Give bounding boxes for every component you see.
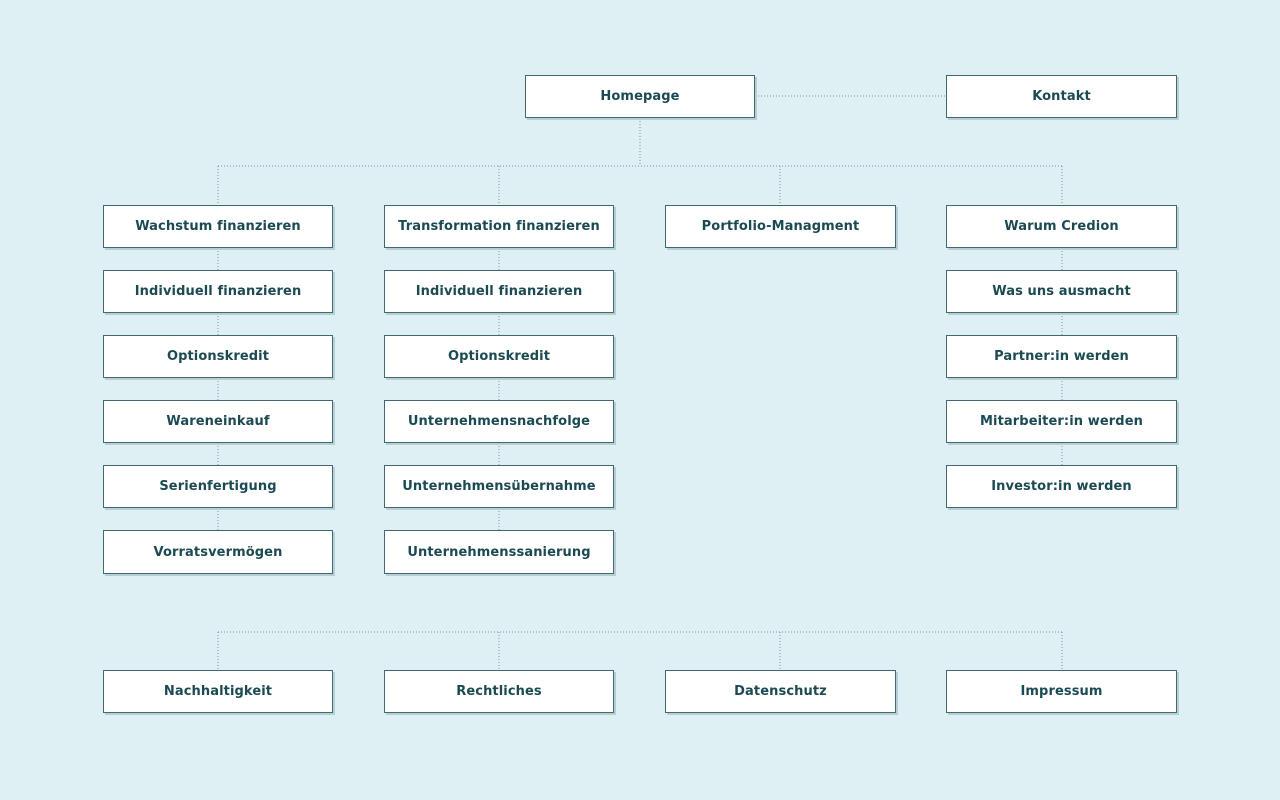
node-label: Optionskredit (447, 349, 551, 364)
node-label: Datenschutz (734, 684, 827, 699)
node-label: Unternehmensübernahme (402, 479, 596, 494)
node-label: Partner:in werden (994, 349, 1129, 364)
node-label: Rechtliches (456, 684, 542, 699)
node-label: Wachstum finanzieren (135, 219, 301, 234)
node-col4-item-2[interactable]: Partner:in werden (946, 335, 1177, 378)
node-label: Warum Credion (1004, 219, 1119, 234)
node-col4-item-4[interactable]: Investor:in werden (946, 465, 1177, 508)
node-col2-item-2[interactable]: Optionskredit (384, 335, 614, 378)
node-col1-item-1[interactable]: Individuell finanzieren (103, 270, 333, 313)
node-col2-item-5[interactable]: Unternehmenssanierung (384, 530, 614, 574)
node-label: Optionskredit (166, 349, 270, 364)
node-label: Individuell finanzieren (415, 284, 583, 299)
node-label: Nachhaltigkeit (163, 684, 273, 699)
node-col2-item-1[interactable]: Individuell finanzieren (384, 270, 614, 313)
node-homepage[interactable]: Homepage (525, 75, 755, 118)
node-portfolio-managment[interactable]: Portfolio-Managment (665, 205, 896, 248)
node-kontakt-label: Kontakt (1032, 89, 1091, 104)
node-nachhaltigkeit[interactable]: Nachhaltigkeit (103, 670, 333, 713)
node-datenschutz[interactable]: Datenschutz (665, 670, 896, 713)
node-label: Impressum (1020, 684, 1103, 699)
node-col1-item-5[interactable]: Vorratsvermögen (103, 530, 333, 574)
node-label: Transformation finanzieren (398, 219, 600, 234)
node-wachstum-finanzieren[interactable]: Wachstum finanzieren (103, 205, 333, 248)
node-impressum[interactable]: Impressum (946, 670, 1177, 713)
node-label: Wareneinkauf (166, 414, 270, 429)
node-col4-item-1[interactable]: Was uns ausmacht (946, 270, 1177, 313)
node-label: Individuell finanzieren (134, 284, 302, 299)
node-col1-item-2[interactable]: Optionskredit (103, 335, 333, 378)
node-kontakt[interactable]: Kontakt (946, 75, 1177, 118)
node-col2-item-3[interactable]: Unternehmensnachfolge (384, 400, 614, 443)
node-label: Mitarbeiter:in werden (980, 414, 1143, 429)
node-warum-credion[interactable]: Warum Credion (946, 205, 1177, 248)
node-col4-item-3[interactable]: Mitarbeiter:in werden (946, 400, 1177, 443)
node-label: Was uns ausmacht (992, 284, 1131, 299)
node-label: Portfolio-Managment (701, 219, 860, 234)
node-label: Vorratsvermögen (153, 544, 283, 560)
node-col1-item-3[interactable]: Wareneinkauf (103, 400, 333, 443)
node-label: Unternehmenssanierung (407, 544, 591, 560)
node-homepage-label: Homepage (600, 89, 680, 104)
node-col2-item-4[interactable]: Unternehmensübernahme (384, 465, 614, 508)
node-label: Investor:in werden (991, 479, 1132, 494)
node-rechtliches[interactable]: Rechtliches (384, 670, 614, 713)
node-transformation-finanzieren[interactable]: Transformation finanzieren (384, 205, 614, 248)
node-label: Unternehmensnachfolge (407, 414, 591, 429)
node-label: Serienfertigung (159, 479, 277, 494)
node-col1-item-4[interactable]: Serienfertigung (103, 465, 333, 508)
